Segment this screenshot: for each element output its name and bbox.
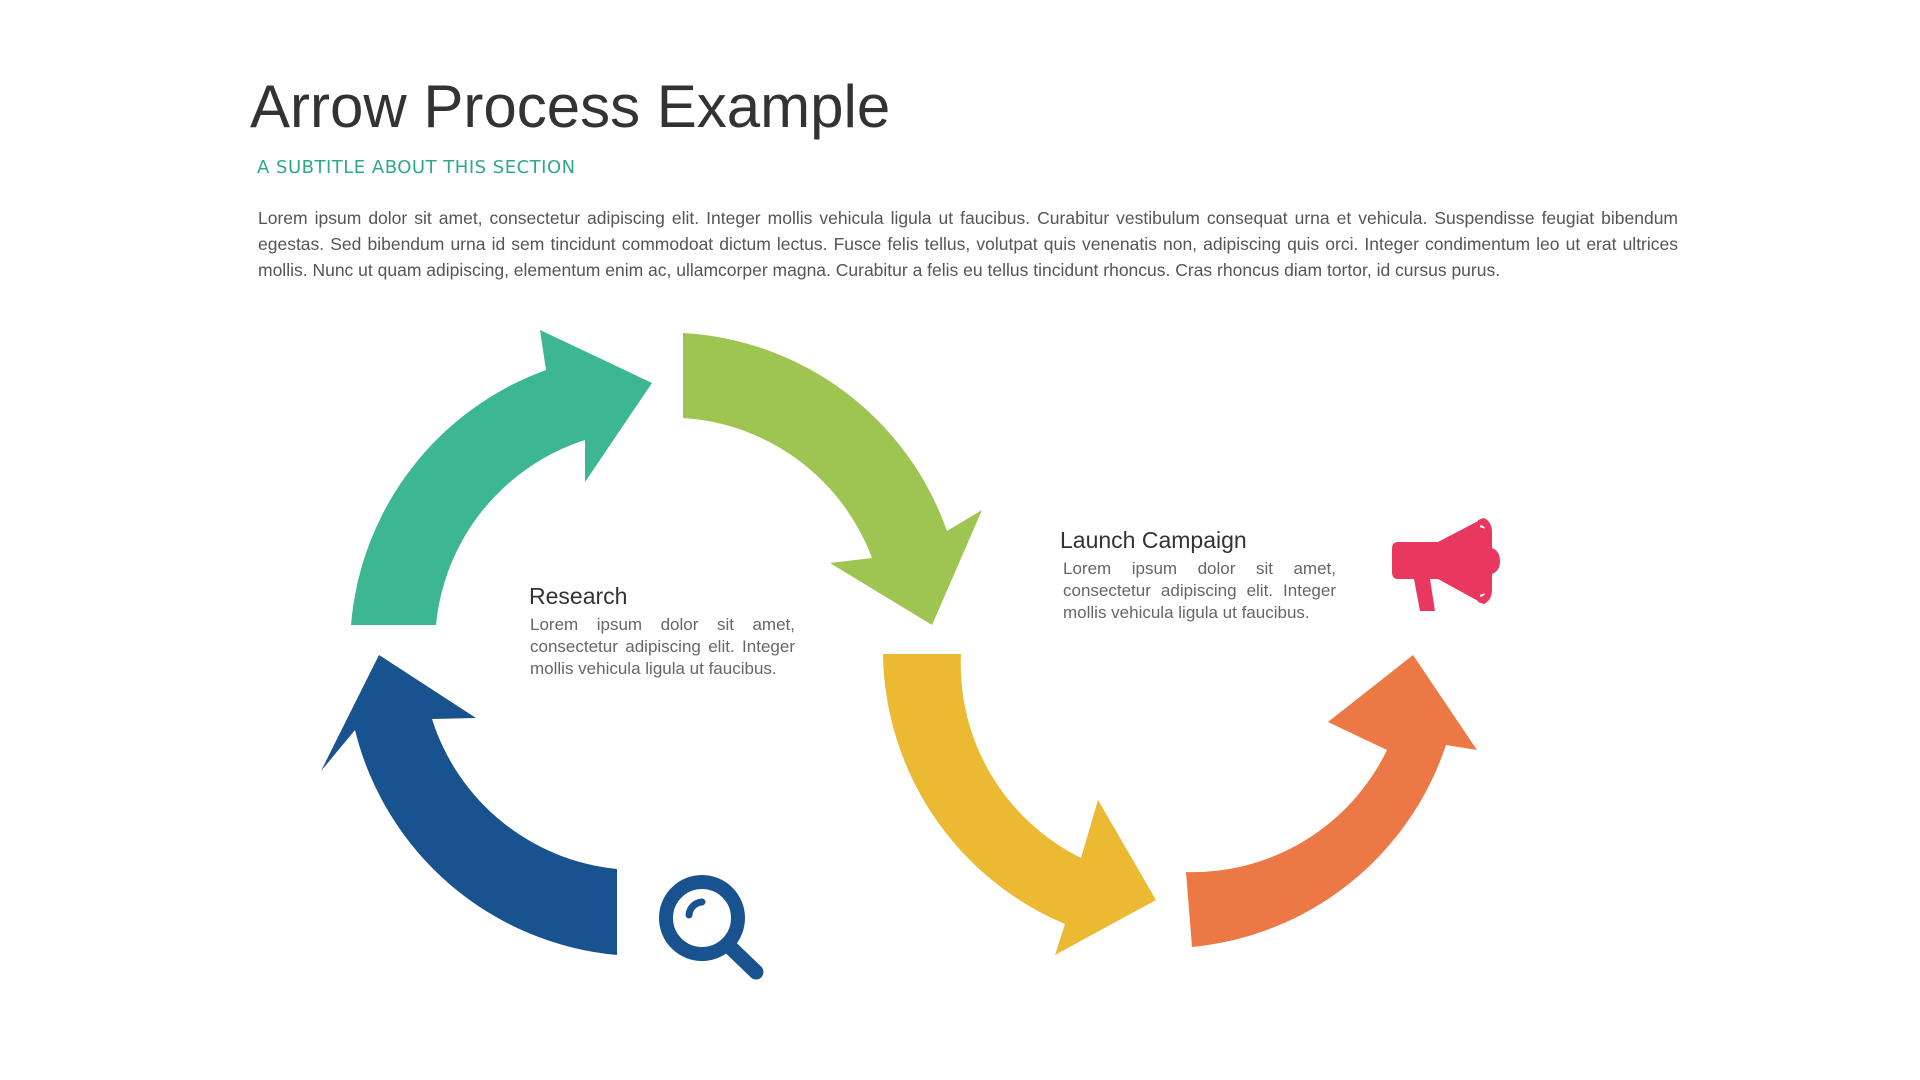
intro-paragraph: Lorem ipsum dolor sit amet, consectetur … (258, 208, 1678, 280)
slide-title: Arrow Process Example (250, 73, 891, 140)
research-description: Lorem ipsum dolor sit amet, consectetur … (530, 615, 795, 678)
research-heading: Research (529, 583, 628, 609)
launch-campaign-description: Lorem ipsum dolor sit amet, consectetur … (1063, 559, 1336, 622)
arrow-orange (1186, 655, 1477, 947)
arrow-blue (321, 655, 617, 955)
magnifier-icon (659, 875, 764, 980)
arrow-teal (351, 330, 652, 625)
arrow-green (683, 333, 982, 625)
launch-campaign-heading: Launch Campaign (1060, 527, 1247, 553)
arrow-yellow (883, 654, 1156, 955)
slide-subtitle: A SUBTITLE ABOUT THIS SECTION (257, 157, 576, 178)
megaphone-icon (1392, 518, 1500, 611)
